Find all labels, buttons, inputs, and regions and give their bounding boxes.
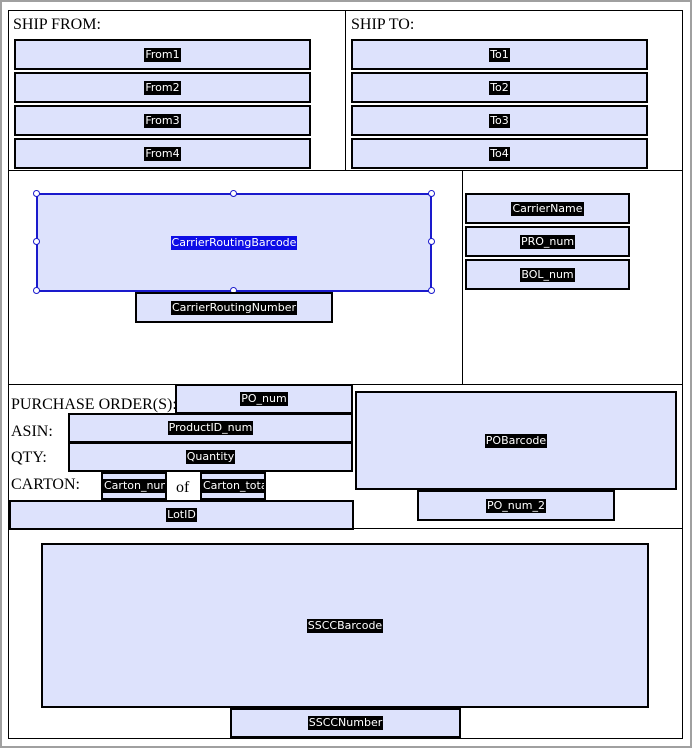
- ship-to-label: SHIP TO:: [351, 16, 415, 33]
- carrier-routing-number-field[interactable]: CarrierRoutingNumber: [135, 292, 333, 323]
- carton-label: CARTON:: [11, 476, 80, 493]
- carrier-routing-barcode-field-name: CarrierRoutingBarcode: [170, 235, 298, 250]
- bol-num-field[interactable]: BOL_num: [465, 259, 630, 290]
- from4-field[interactable]: From4: [14, 138, 311, 169]
- from3-field-name: From3: [144, 113, 181, 128]
- resize-handle-top-left[interactable]: [33, 190, 40, 197]
- carrier-name-field[interactable]: CarrierName: [465, 193, 630, 224]
- to3-field[interactable]: To3: [351, 105, 648, 136]
- sscc-barcode-field[interactable]: SSCCBarcode: [41, 543, 649, 708]
- from2-field[interactable]: From2: [14, 72, 311, 103]
- carton-total-field[interactable]: Carton_total: [200, 472, 266, 500]
- quantity-field[interactable]: Quantity: [68, 442, 353, 472]
- to3-field-name: To3: [489, 113, 510, 128]
- pro-num-field-name: PRO_num: [519, 234, 576, 249]
- sscc-barcode-field-name: SSCCBarcode: [306, 618, 384, 633]
- to2-field-name: To2: [489, 80, 510, 95]
- outer-border-bottom: [8, 738, 683, 739]
- product-id-num-field-name: ProductID_num: [167, 421, 254, 435]
- po-num-2-field[interactable]: PO_num_2: [417, 490, 615, 521]
- lot-id-field-name: LotID: [166, 508, 197, 522]
- resize-handle-right[interactable]: [428, 238, 435, 245]
- resize-handle-top[interactable]: [230, 190, 237, 197]
- bol-num-field-name: BOL_num: [520, 267, 575, 282]
- po-barcode-field[interactable]: POBarcode: [355, 391, 677, 490]
- section-divider-1: [8, 170, 683, 171]
- from4-field-name: From4: [144, 146, 181, 161]
- resize-handle-top-right[interactable]: [428, 190, 435, 197]
- carrier-routing-number-field-name: CarrierRoutingNumber: [171, 300, 297, 315]
- carrier-divider: [462, 170, 463, 384]
- product-id-num-field[interactable]: ProductID_num: [68, 413, 353, 443]
- carton-total-field-name: Carton_total: [202, 479, 264, 493]
- carton-num-field[interactable]: Carton_num: [101, 472, 167, 500]
- ship-from-label: SHIP FROM:: [13, 16, 101, 33]
- asin-label: ASIN:: [11, 423, 53, 440]
- carrier-routing-barcode-field[interactable]: CarrierRoutingBarcode: [36, 193, 432, 292]
- po-barcode-field-name: POBarcode: [484, 433, 548, 448]
- quantity-field-name: Quantity: [185, 450, 236, 464]
- to1-field-name: To1: [489, 47, 510, 62]
- resize-handle-left[interactable]: [33, 238, 40, 245]
- from3-field[interactable]: From3: [14, 105, 311, 136]
- to4-field-name: To4: [489, 146, 510, 161]
- po-num-field[interactable]: PO_num: [175, 384, 353, 414]
- purchase-orders-label: PURCHASE ORDER(S):: [11, 396, 177, 413]
- resize-handle-bottom-right[interactable]: [428, 287, 435, 294]
- po-num-2-field-name: PO_num_2: [486, 498, 546, 513]
- from2-field-name: From2: [144, 80, 181, 95]
- to2-field[interactable]: To2: [351, 72, 648, 103]
- to1-field[interactable]: To1: [351, 39, 648, 70]
- pro-num-field[interactable]: PRO_num: [465, 226, 630, 257]
- lot-id-field[interactable]: LotID: [9, 500, 354, 530]
- outer-border-right: [682, 10, 683, 739]
- from1-field[interactable]: From1: [14, 39, 311, 70]
- ship-divider: [345, 10, 346, 170]
- carrier-name-field-name: CarrierName: [511, 201, 584, 216]
- from1-field-name: From1: [144, 47, 181, 62]
- sscc-number-field[interactable]: SSCCNumber: [230, 708, 461, 738]
- sscc-number-field-name: SSCCNumber: [307, 716, 384, 730]
- to4-field[interactable]: To4: [351, 138, 648, 169]
- qty-label: QTY:: [11, 449, 47, 466]
- carton-of-label: of: [176, 479, 190, 496]
- po-num-field-name: PO_num: [240, 392, 288, 406]
- outer-border-left: [8, 10, 9, 739]
- resize-handle-bottom-left[interactable]: [33, 287, 40, 294]
- carton-num-field-name: Carton_num: [103, 479, 165, 493]
